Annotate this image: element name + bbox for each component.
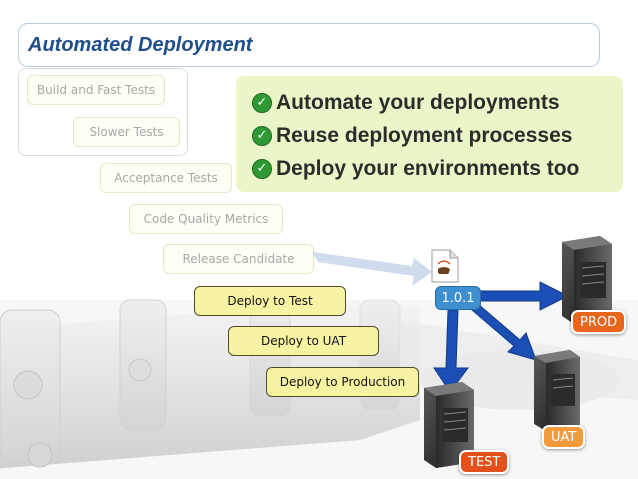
check-circle-icon: ✓ — [252, 92, 272, 113]
benefits-callout: ✓ Automate your deployments ✓ Reuse depl… — [236, 76, 623, 192]
stage-acceptance-tests: Acceptance Tests — [100, 163, 232, 193]
env-badge-uat: UAT — [542, 425, 586, 449]
stage-label: Deploy to Test — [227, 294, 313, 308]
arrow-to-test — [433, 309, 469, 393]
stage-label: Release Candidate — [182, 252, 295, 266]
benefit-item: ✓ Reuse deployment processes — [252, 119, 623, 152]
benefit-item: ✓ Deploy your environments too — [252, 152, 623, 185]
stage-build-and-fast-tests: Build and Fast Tests — [27, 75, 165, 105]
check-circle-icon: ✓ — [252, 125, 272, 146]
title-bar: Automated Deployment — [18, 23, 600, 67]
stage-label: Deploy to Production — [279, 375, 406, 389]
stage-label: Slower Tests — [89, 125, 164, 139]
benefit-item: ✓ Automate your deployments — [252, 86, 623, 119]
stage-group-outline — [18, 68, 188, 156]
deploy-arrows — [433, 281, 570, 393]
stage-slower-tests: Slower Tests — [73, 117, 180, 147]
stage-deploy-to-test: Deploy to Test — [194, 286, 346, 316]
arrow-to-uat — [471, 303, 537, 361]
server-icon — [424, 382, 474, 468]
env-badge-prod: PROD — [571, 310, 627, 334]
stage-code-quality-metrics: Code Quality Metrics — [129, 204, 283, 234]
stage-release-candidate: Release Candidate — [163, 244, 314, 274]
env-badge-test: TEST — [459, 450, 510, 474]
server-icon — [534, 350, 580, 431]
check-circle-icon: ✓ — [252, 158, 272, 179]
java-archive-icon — [431, 249, 459, 283]
stage-label: Build and Fast Tests — [36, 83, 156, 97]
stage-label: Acceptance Tests — [114, 171, 218, 185]
benefit-text: Reuse deployment processes — [276, 123, 573, 147]
version-badge: 1.0.1 — [435, 286, 481, 310]
server-icon — [562, 236, 612, 324]
page-title: Automated Deployment — [28, 34, 253, 56]
benefit-text: Deploy your environments too — [276, 156, 580, 180]
stage-label: Deploy to UAT — [260, 334, 347, 348]
benefit-text: Automate your deployments — [276, 90, 560, 114]
stage-label: Code Quality Metrics — [143, 212, 269, 226]
stage-deploy-to-uat: Deploy to UAT — [228, 326, 379, 356]
release-arrow — [312, 252, 432, 286]
stage-deploy-to-production: Deploy to Production — [266, 367, 419, 397]
arrow-to-prod — [477, 281, 570, 311]
